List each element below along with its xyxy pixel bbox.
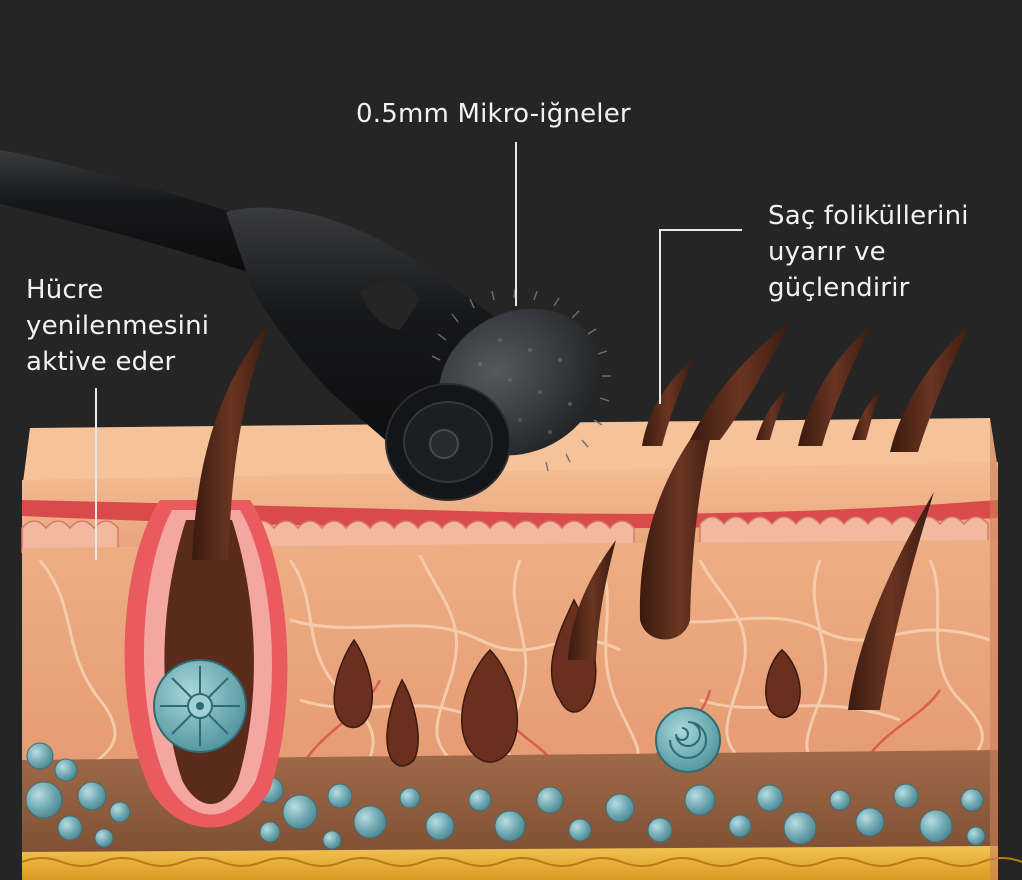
label-cell-line-2: yenilenmesini — [26, 311, 210, 341]
label-follicles-line-2: uyarır ve — [768, 237, 886, 267]
label-follicle-stimulation: Saç foliküllerini uyarır ve güçlendirir — [768, 198, 969, 306]
derma-roller-device — [0, 150, 611, 501]
roller-handle — [0, 150, 260, 276]
label-follicles-line-1: Saç foliküllerini — [768, 201, 969, 231]
label-micro-needles-text: 0.5mm Mikro-iğneler — [356, 99, 631, 129]
surface-hairs — [642, 322, 972, 452]
label-cell-renewal: Hücre yenilenmesini aktive eder — [26, 272, 209, 380]
dermal-hairs — [568, 492, 934, 710]
right-hair-follicle — [639, 322, 790, 773]
label-cell-line-3: aktive eder — [26, 347, 176, 377]
hypodermis-layer — [22, 846, 998, 880]
label-follicles-line-3: güçlendirir — [768, 273, 910, 303]
roller-head-arm — [226, 207, 520, 470]
skin-block-edge — [990, 418, 998, 880]
large-hair-follicle — [124, 322, 288, 828]
fat-cells — [25, 742, 986, 850]
arm-window — [360, 280, 420, 330]
roller-side-disc — [385, 383, 511, 501]
hair-bulb-cell — [153, 659, 247, 753]
hair-shaft-large — [192, 322, 270, 560]
label-cell-line-1: Hücre — [26, 275, 104, 305]
label-micro-needles: 0.5mm Mikro-iğneler — [356, 96, 631, 132]
leader-lines — [95, 142, 742, 560]
leader-follicles — [659, 229, 742, 404]
hypodermis-waves — [21, 857, 1022, 867]
small-bulb-cell — [655, 707, 721, 773]
